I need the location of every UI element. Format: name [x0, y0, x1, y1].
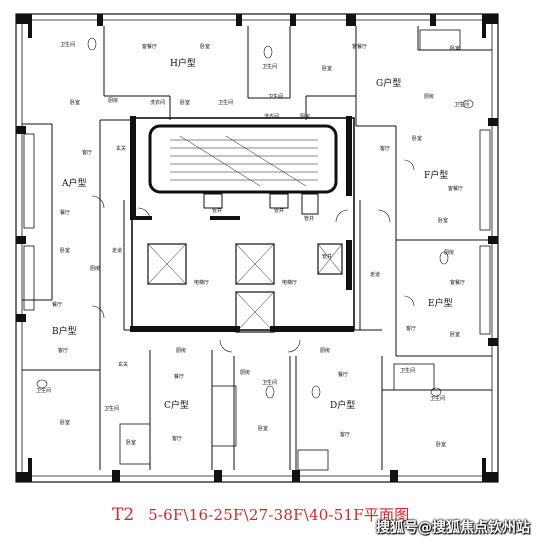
room-label: 卧室	[322, 65, 332, 72]
room-label: 客餐厅	[352, 43, 367, 50]
bathroom-fixtures	[36, 37, 474, 399]
room-label: 卧室	[70, 99, 80, 106]
room-label: 客厅	[406, 325, 416, 332]
room-label: 卧室	[200, 43, 210, 50]
room-label: 客厅	[380, 145, 390, 152]
room-label: 卫生间	[104, 405, 119, 412]
corner-columns	[16, 14, 498, 482]
room-label: 卧室	[258, 425, 268, 432]
room-label: 卧室	[450, 331, 460, 338]
room-label: 卫生间	[454, 101, 469, 108]
door-swings	[91, 159, 415, 353]
room-label: 厨房	[108, 97, 118, 104]
unit-label-g: G户型	[376, 77, 401, 89]
room-label: 卧室	[438, 217, 448, 224]
room-label: 厨房	[444, 249, 454, 256]
room-labels: 卫生间 卧室 厨房 客餐厅 卧室 洗衣间 卧室 卫生间 卫生间 卧室 卫生间 洗…	[36, 41, 469, 448]
room-label: 客餐厅	[450, 279, 465, 286]
plan-caption: T2 5-6F\16-25F\27-38F\40-51F平面图	[112, 504, 409, 525]
room-label: 卫生间	[60, 41, 75, 48]
floor-range-title: 5-6F\16-25F\27-38F\40-51F平面图	[148, 506, 410, 524]
exterior-walls	[15, 13, 499, 483]
watermark: 搜狐号@搜狐焦点钦州站	[376, 520, 530, 536]
room-label: 卫生间	[430, 395, 445, 402]
interior-walls	[22, 26, 492, 470]
room-label: 玄关	[116, 145, 126, 152]
room-label: 客厅	[58, 347, 68, 354]
unit-label-d: D户型	[330, 399, 355, 411]
unit-label-f: F户型	[424, 169, 448, 181]
room-label: 洗衣间	[264, 113, 279, 120]
room-label: 厨房	[320, 347, 330, 354]
elevator-shafts	[147, 243, 343, 333]
room-label: 客厅	[172, 435, 182, 442]
room-label: 电梯厅	[194, 279, 209, 286]
room-label: 客厅	[82, 149, 92, 156]
room-label: 走道	[112, 247, 122, 254]
room-label: 餐厅	[338, 371, 348, 378]
unit-label-e: E户型	[428, 297, 453, 309]
unit-label-h: H户型	[170, 57, 196, 69]
room-label: 客餐厅	[448, 185, 463, 192]
room-label: 卧室	[436, 441, 446, 448]
tower-label: T2	[112, 505, 135, 525]
shear-walls	[130, 116, 354, 332]
room-label: 餐厅	[60, 209, 70, 216]
room-label: 卧室	[126, 439, 136, 446]
room-label: 管井	[322, 253, 332, 260]
room-label: 客厅	[340, 431, 350, 438]
room-label: 卫生间	[36, 387, 51, 394]
room-label: 洗衣间	[150, 99, 165, 106]
room-label: 电梯厅	[282, 279, 297, 286]
building-core	[131, 117, 355, 333]
room-label: 管井	[274, 207, 284, 214]
balcony-rails	[23, 29, 491, 471]
room-label: 管井	[212, 207, 222, 214]
room-label: 餐厅	[174, 373, 184, 380]
unit-label-b: B户型	[52, 325, 77, 337]
room-label: 卫生间	[218, 99, 233, 106]
unit-labels: H户型 G户型 A户型 F户型 E户型 B户型 C户型 D户型	[52, 57, 453, 411]
room-label: 卫生间	[400, 367, 415, 374]
room-label: 厨房	[90, 265, 100, 272]
room-label: 厨房	[300, 113, 310, 120]
stair-treads	[170, 135, 318, 187]
room-label: 卫生间	[262, 379, 277, 386]
room-label: 卧室	[412, 135, 422, 142]
room-label: 卫生间	[268, 93, 283, 100]
unit-label-a: A户型	[61, 177, 87, 189]
room-label: 卧室	[60, 419, 70, 426]
room-label: 厨房	[424, 93, 434, 100]
room-label: 餐厅	[52, 301, 62, 308]
room-label: 厨房	[240, 369, 250, 376]
room-label: 卧室	[450, 45, 460, 52]
room-label: 走道	[370, 271, 380, 278]
room-label: 卧室	[180, 99, 190, 106]
room-label: 玄关	[118, 361, 128, 368]
room-label: 卧室	[60, 247, 70, 254]
room-label: 卫生间	[262, 63, 277, 70]
unit-label-c: C户型	[164, 399, 189, 411]
room-label: 厨房	[176, 347, 186, 354]
room-label: 管井	[304, 215, 314, 222]
room-label: 客餐厅	[142, 43, 157, 50]
